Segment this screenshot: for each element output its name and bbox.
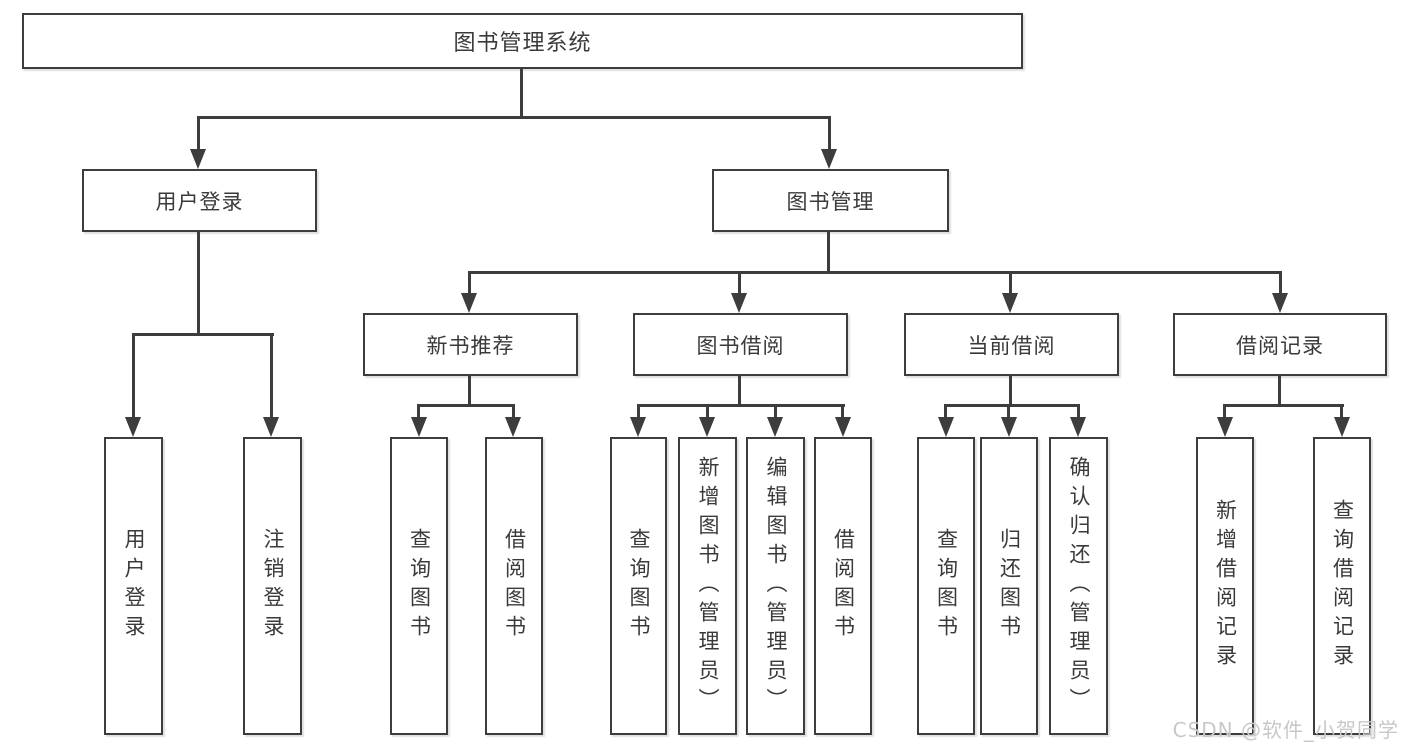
node-label: 查询图书: [407, 528, 432, 644]
connector-root-stem: [520, 69, 523, 118]
node-label: 新书推荐: [426, 333, 515, 358]
connector-drop-leaf: [706, 404, 709, 418]
leaf-borrow-books: 借阅图书: [814, 437, 872, 735]
arrowhead-new-book-recommend-icon: [461, 293, 477, 313]
arrowhead-leaf-icon: [767, 417, 783, 437]
leaf-query-books-borrow: 查询图书: [610, 437, 667, 735]
connector-borrow-records-rail: [1224, 404, 1344, 407]
connector-drop-leaf: [1340, 404, 1343, 418]
node-current-borrow: 当前借阅: [904, 313, 1119, 376]
leaf-logout-login: 注销登录: [243, 437, 302, 735]
arrowhead-leaf-icon: [505, 417, 521, 437]
connector-drop-leaf: [1007, 404, 1010, 418]
node-label: 注销登录: [261, 528, 285, 644]
connector-drop-leaf-user-login: [132, 333, 135, 418]
leaf-borrow-books-recommend: 借阅图书: [485, 437, 543, 735]
node-label: 编辑图书（管理员）: [764, 455, 788, 717]
node-label: 当前借阅: [967, 333, 1056, 358]
arrowhead-leaf-icon: [938, 417, 954, 437]
node-label: 新增借阅记录: [1213, 499, 1238, 673]
node-label: 图书管理系统: [453, 31, 592, 56]
connector-drop-new-book-recommend: [468, 271, 471, 294]
arrowhead-leaf-icon: [1001, 417, 1017, 437]
leaf-confirm-return-admin: 确认归还（管理员）: [1049, 437, 1108, 735]
connector-current-borrow-rail: [945, 404, 1080, 407]
leaf-add-book-admin: 新增图书（管理员）: [678, 437, 737, 735]
node-label: 图书借阅: [696, 333, 785, 358]
connector-user-login-stem: [197, 232, 200, 336]
arrowhead-user-login-icon: [190, 149, 206, 169]
connector-drop-leaf: [417, 404, 420, 418]
arrowhead-book-borrow-icon: [731, 293, 747, 313]
connector-drop-leaf: [512, 404, 515, 418]
leaf-query-borrow-record: 查询借阅记录: [1313, 437, 1371, 735]
connector-drop-leaf: [774, 404, 777, 418]
connector-new-book-recommend-stem: [468, 374, 471, 407]
connector-borrow-records-stem: [1278, 374, 1281, 407]
connector-drop-borrow-records: [1279, 271, 1282, 294]
node-book-borrow: 图书借阅: [633, 313, 848, 376]
connector-level3-rail: [468, 271, 1282, 274]
leaf-return-books: 归还图书: [980, 437, 1038, 735]
csdn-watermark: CSDN @软件_小贺同学: [1172, 718, 1399, 742]
arrowhead-current-borrow-icon: [1002, 293, 1018, 313]
node-user-login: 用户登录: [82, 169, 317, 232]
connector-drop-user-login: [197, 116, 200, 150]
connector-book-borrow-stem: [738, 374, 741, 407]
arrowhead-leaf-icon: [699, 417, 715, 437]
arrowhead-leaf-icon: [1070, 417, 1086, 437]
node-new-book-recommend: 新书推荐: [363, 313, 578, 376]
leaf-user-login: 用户登录: [104, 437, 163, 735]
arrowhead-book-management-icon: [821, 149, 837, 169]
node-label: 用户登录: [122, 528, 146, 644]
connector-book-borrow-rail: [637, 404, 845, 407]
connector-level2-rail: [197, 116, 831, 119]
node-borrow-records: 借阅记录: [1173, 313, 1387, 376]
node-label: 查询借阅记录: [1330, 499, 1355, 673]
connector-drop-leaf: [944, 404, 947, 418]
node-label: 借阅记录: [1236, 333, 1324, 358]
connector-new-book-recommend-rail: [418, 404, 515, 407]
arrowhead-leaf-icon: [1217, 417, 1233, 437]
arrowhead-leaf-icon: [1334, 417, 1350, 437]
arrowhead-leaf-icon: [630, 417, 646, 437]
connector-drop-book-management: [828, 116, 831, 150]
leaf-query-books-recommend: 查询图书: [390, 437, 448, 735]
node-label: 借阅图书: [831, 528, 856, 644]
arrowhead-leaf-user-login-icon: [125, 417, 141, 437]
node-label: 新增图书（管理员）: [696, 455, 720, 717]
connector-drop-leaf-logout: [270, 333, 273, 418]
connector-drop-leaf: [1077, 404, 1080, 418]
node-label: 归还图书: [997, 528, 1022, 644]
connector-drop-leaf: [841, 404, 844, 418]
leaf-add-borrow-record: 新增借阅记录: [1196, 437, 1254, 735]
connector-user-login-rail: [132, 333, 274, 336]
leaf-edit-book-admin: 编辑图书（管理员）: [746, 437, 805, 735]
leaf-query-books-current: 查询图书: [917, 437, 975, 735]
arrowhead-leaf-icon: [835, 417, 851, 437]
node-label: 图书管理: [786, 189, 875, 214]
connector-drop-leaf: [637, 404, 640, 418]
node-label: 查询图书: [627, 528, 651, 644]
connector-drop-book-borrow: [738, 271, 741, 294]
node-label: 用户登录: [155, 189, 244, 214]
node-root-library-management-system: 图书管理系统: [22, 13, 1023, 69]
connector-drop-leaf: [1223, 404, 1226, 418]
node-label: 查询图书: [934, 528, 959, 644]
node-label: 借阅图书: [502, 528, 527, 644]
arrowhead-leaf-icon: [411, 417, 427, 437]
arrowhead-leaf-logout-icon: [263, 417, 279, 437]
arrowhead-borrow-records-icon: [1272, 293, 1288, 313]
node-label: 确认归还（管理员）: [1067, 455, 1091, 717]
connector-current-borrow-stem: [1009, 374, 1012, 407]
connector-drop-current-borrow: [1009, 271, 1012, 294]
node-book-management: 图书管理: [712, 169, 949, 232]
connector-book-management-stem: [827, 232, 830, 274]
